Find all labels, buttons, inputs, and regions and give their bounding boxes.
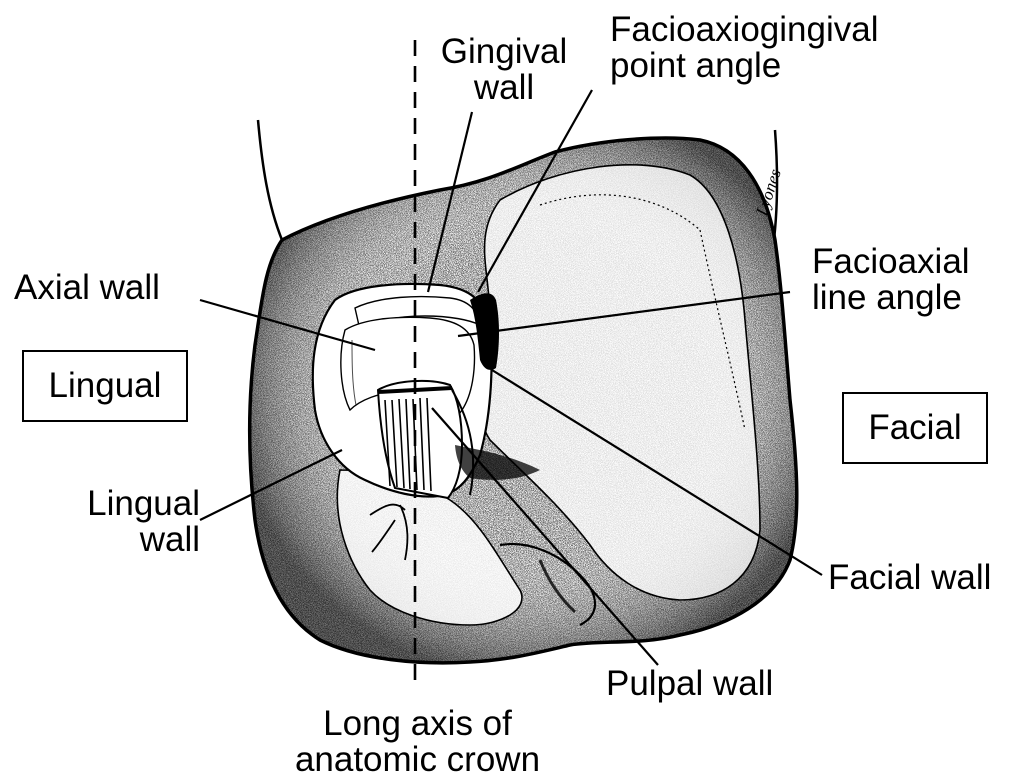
facial-box-label: Facial (868, 408, 961, 448)
label-axial-wall: Axial wall (14, 270, 160, 306)
label-lingual-wall-line2: wall (50, 522, 200, 558)
label-gingival-wall-line2: wall (424, 70, 584, 106)
label-facioaxiogingival-line2: point angle (610, 48, 878, 84)
label-facioaxiogingival-line1: Facioaxiogingival (610, 12, 878, 48)
label-gingival-wall: Gingival wall (424, 34, 584, 106)
label-long-axis: Long axis of anatomic crown (270, 706, 565, 778)
lingual-box-label: Lingual (49, 366, 162, 406)
lingual-box: Lingual (22, 350, 188, 422)
label-facioaxial-line1: Facioaxial (812, 244, 970, 280)
label-long-axis-line1: Long axis of (270, 706, 565, 742)
label-lingual-wall-line1: Lingual (50, 486, 200, 522)
label-facioaxial-line2: line angle (812, 280, 970, 316)
label-pulpal-wall: Pulpal wall (606, 666, 773, 702)
label-facioaxiogingival-point-angle: Facioaxiogingival point angle (610, 12, 878, 84)
facial-box: Facial (842, 392, 988, 464)
label-gingival-wall-line1: Gingival (424, 34, 584, 70)
lingual-root-line (258, 120, 282, 240)
label-facioaxial-line-angle: Facioaxial line angle (812, 244, 970, 316)
label-lingual-wall: Lingual wall (50, 486, 200, 558)
label-facial-wall: Facial wall (828, 560, 991, 596)
label-long-axis-line2: anatomic crown (270, 742, 565, 778)
